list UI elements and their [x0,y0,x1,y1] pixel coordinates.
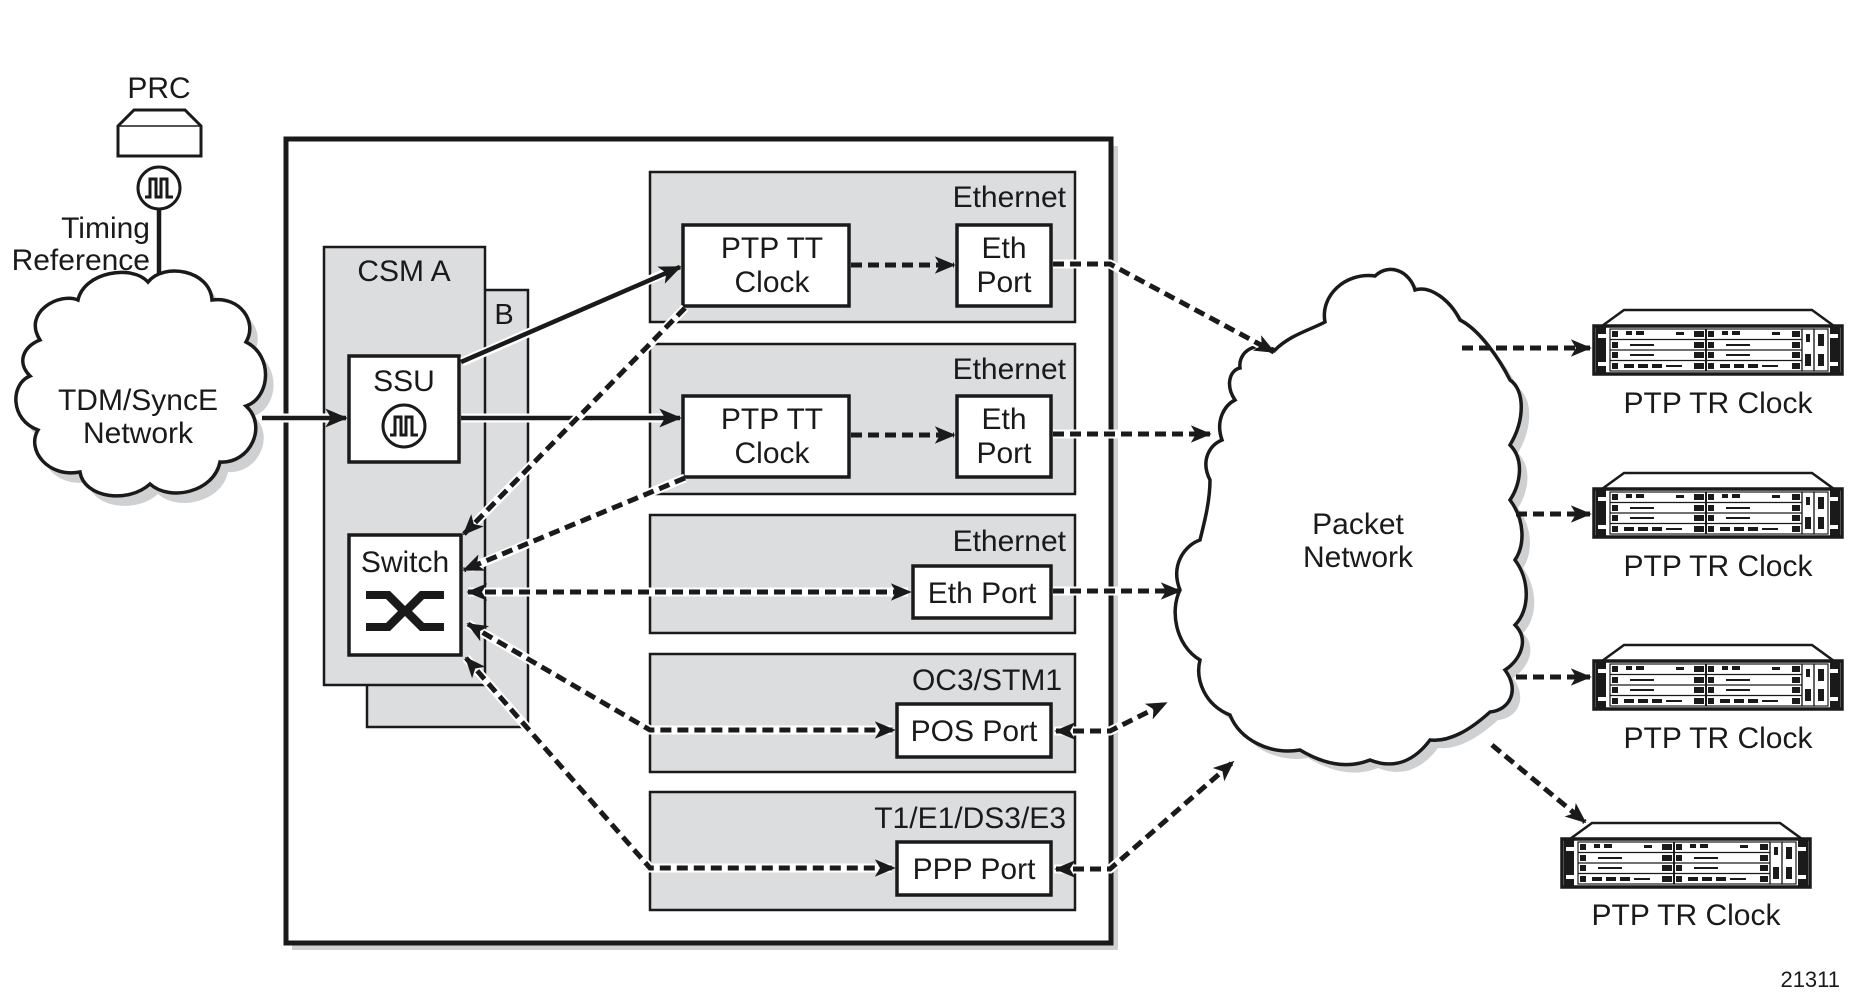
ptp-tr-clock-device [1592,471,1844,539]
crossconnect-icon [366,591,444,631]
tdm-network-label-2: Network [83,417,194,450]
csm-a-label: CSM A [357,255,450,288]
prc-clock-pulse-icon [136,165,182,211]
card-type-label: Ethernet [953,353,1067,386]
ssu-label: SSU [373,365,435,398]
card-type-label: Ethernet [953,181,1067,214]
eth-port-label-1: Eth [981,232,1026,265]
ptp-tr-clock-device [1560,821,1812,889]
eth-port-label-2: Port [976,437,1032,470]
ptp-tt-clock-box [681,394,851,479]
eth-port-box [911,564,1053,620]
ptp-tr-clock-label: PTP TR Clock [1592,899,1782,932]
card-type-label: Ethernet [953,525,1067,558]
timing-lines [262,264,682,428]
tdm-syncE-network-cloud [14,269,274,506]
ptp-tt-clock-label-2: Clock [734,266,810,299]
prc-label: PRC [127,72,190,105]
ptp-tr-clock-device [1592,308,1844,376]
ptp-tr-clock-label: PTP TR Clock [1624,550,1814,583]
card-type-label: T1/E1/DS3/E3 [874,802,1066,835]
pos-port-label: POS Port [911,715,1038,748]
ptp-tt-clock-box [681,223,851,308]
packet-lines [462,256,956,877]
ptp-tt-clock-label-2: Clock [734,437,810,470]
ssu-clock-pulse-icon [381,403,427,449]
ppp-port-label: PPP Port [913,853,1037,886]
prc-device-icon [116,108,203,158]
ptp-tr-clock-label: PTP TR Clock [1624,387,1814,420]
eth-port-box [955,223,1053,308]
packet-network-cloud [1173,267,1535,773]
card-type-label: OC3/STM1 [912,664,1062,697]
tdm-network-label-1: TDM/SyncE [58,384,218,417]
ptp-tr-clock-device [1592,643,1844,711]
pos-port-box [895,702,1053,759]
timing-reference-label-1: Timing [61,212,150,245]
ptp-tt-clock-label-1: PTP TT [721,403,823,436]
figure-id: 21311 [1780,967,1840,992]
switch-label: Switch [361,546,449,579]
eth-port-box [955,394,1053,479]
ptp-tt-clock-label-1: PTP TT [721,232,823,265]
eth-port-label-2: Port [976,266,1032,299]
csm-b-label: B [494,299,513,331]
eth-port-label-1: Eth [981,403,1026,436]
packet-network-label-1: Packet [1312,508,1404,541]
ppp-port-box [895,840,1053,897]
ptp-tr-clock-label: PTP TR Clock [1624,722,1814,755]
eth-port-label: Eth Port [928,577,1037,610]
packet-network-label-2: Network [1303,541,1414,574]
network-links [1053,259,1592,878]
